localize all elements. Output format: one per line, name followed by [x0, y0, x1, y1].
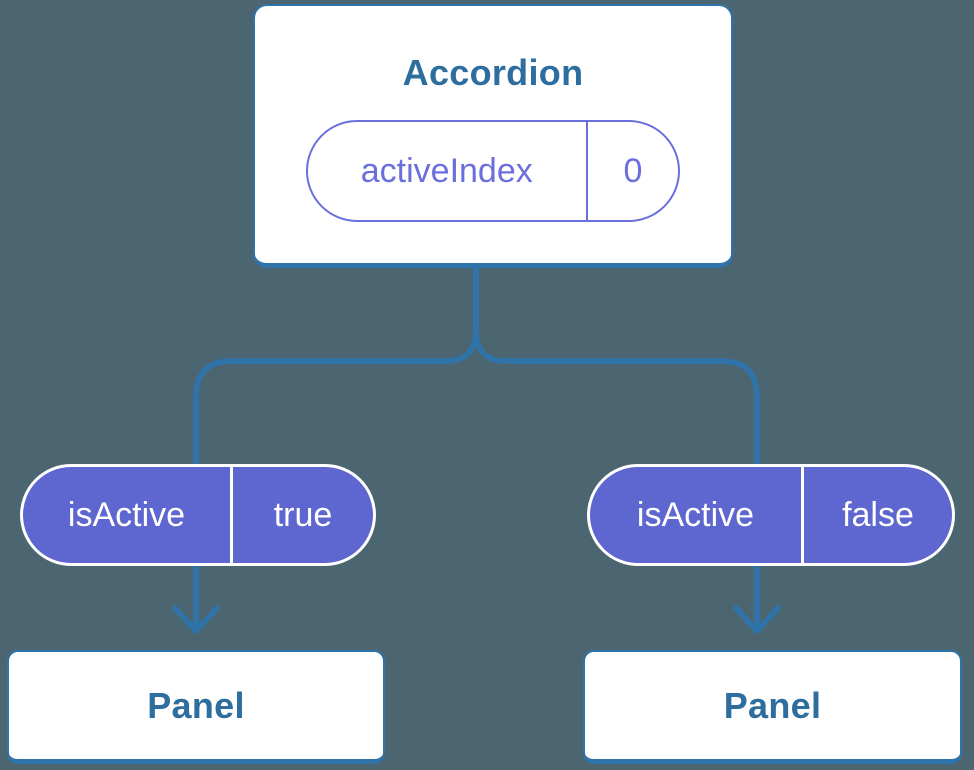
- branch-left-line: [193, 261, 479, 631]
- arrow-down-right-icon: [733, 605, 781, 634]
- prop-value: false: [842, 495, 914, 534]
- branch-right-line: [473, 261, 760, 631]
- panel-title: Panel: [723, 684, 822, 726]
- prop-pill-divider: [230, 467, 233, 563]
- accordion-component-card: Accordion activeIndex 0: [253, 4, 733, 268]
- arrow-down-left-icon: [172, 605, 220, 634]
- state-value: 0: [623, 151, 643, 190]
- state-name: activeIndex: [360, 151, 533, 190]
- prop-pill-right: isActive false: [587, 464, 955, 566]
- panel-title: Panel: [147, 684, 245, 726]
- panel-card-right: Panel: [583, 650, 962, 764]
- prop-name: isActive: [67, 495, 186, 534]
- state-pill: activeIndex 0: [306, 120, 680, 222]
- component-title: Accordion: [402, 52, 584, 93]
- prop-name: isActive: [636, 495, 755, 534]
- prop-pill-divider: [801, 467, 804, 563]
- prop-value: true: [273, 495, 333, 534]
- prop-pill-left: isActive true: [20, 464, 376, 566]
- panel-card-left: Panel: [7, 650, 385, 764]
- state-pill-divider: [585, 122, 588, 220]
